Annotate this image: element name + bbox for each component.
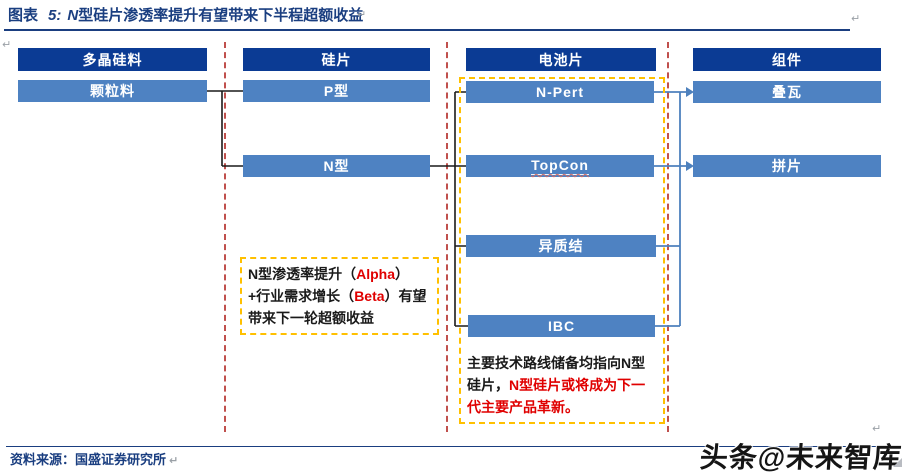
note-text: +行业需求增长（ [248, 288, 355, 304]
note-text: ） [395, 266, 410, 282]
alpha-beta-note: N型渗透率提升（Alpha） +行业需求增长（Beta）有望带来下一轮超额收益 [248, 263, 430, 329]
paragraph-mark: ↵ [851, 13, 861, 25]
box-p-type: P型 [243, 80, 430, 102]
note-text: 主要技术路线储备均指向N型硅片， [467, 355, 646, 393]
header-polysilicon: 多晶硅料 [18, 48, 207, 71]
footer-divider [6, 446, 902, 447]
paragraph-mark: ↵ [357, 9, 367, 21]
box-granular: 颗粒料 [18, 80, 207, 102]
column-separator [667, 42, 669, 432]
caption-label: 图表 [8, 7, 39, 24]
box-n-type: N型 [243, 155, 430, 177]
header-cell: 电池片 [466, 48, 656, 71]
column-separator [446, 42, 448, 432]
source-text: 资料来源：国盛证券研究所 [10, 452, 167, 467]
box-shingled: 叠瓦 [693, 81, 881, 103]
box-paving: 拼片 [693, 155, 881, 177]
header-module: 组件 [693, 48, 881, 71]
box-topcon-label: TopCon [531, 157, 589, 175]
caption-divider [4, 29, 850, 31]
caption-title-n: N [67, 7, 79, 24]
paragraph-mark: ↵ [169, 455, 179, 467]
source-line: 资料来源：国盛证券研究所↵ [10, 449, 178, 468]
box-topcon: TopCon [466, 155, 654, 177]
column-separator [224, 42, 226, 432]
figure-caption: 图表 5: N型硅片渗透率提升有望带来下半程超额收益 [8, 4, 363, 25]
paragraph-mark: ↵ [2, 39, 12, 51]
note-highlight: N型硅片或将成为下一代主要产品革新。 [467, 377, 646, 415]
note-text: 望带来下一轮超额收益 [248, 288, 427, 326]
note-text: N型渗透率提升（ [248, 266, 357, 282]
paragraph-mark: ↵ [872, 423, 882, 435]
beta-highlight: Beta [354, 288, 385, 304]
alpha-beta-note-box [240, 257, 439, 335]
cell-tech-note: 主要技术路线储备均指向N型硅片，N型硅片或将成为下一代主要产品革新。 [467, 352, 657, 418]
box-ibc: IBC [468, 315, 655, 337]
caption-title: 型硅片渗透率提升有望带来下半程超额收益 [78, 7, 364, 24]
note-text: ）有 [384, 288, 413, 304]
header-wafer: 硅片 [243, 48, 430, 71]
resize-handle-icon [893, 458, 902, 467]
caption-number: 5: [48, 7, 62, 24]
box-heterojunction: 异质结 [466, 235, 656, 257]
box-npert: N-Pert [466, 81, 654, 103]
watermark: 头条@未来智库 [698, 442, 903, 473]
alpha-highlight: Alpha [356, 266, 396, 282]
cell-tech-note-box [459, 77, 665, 424]
